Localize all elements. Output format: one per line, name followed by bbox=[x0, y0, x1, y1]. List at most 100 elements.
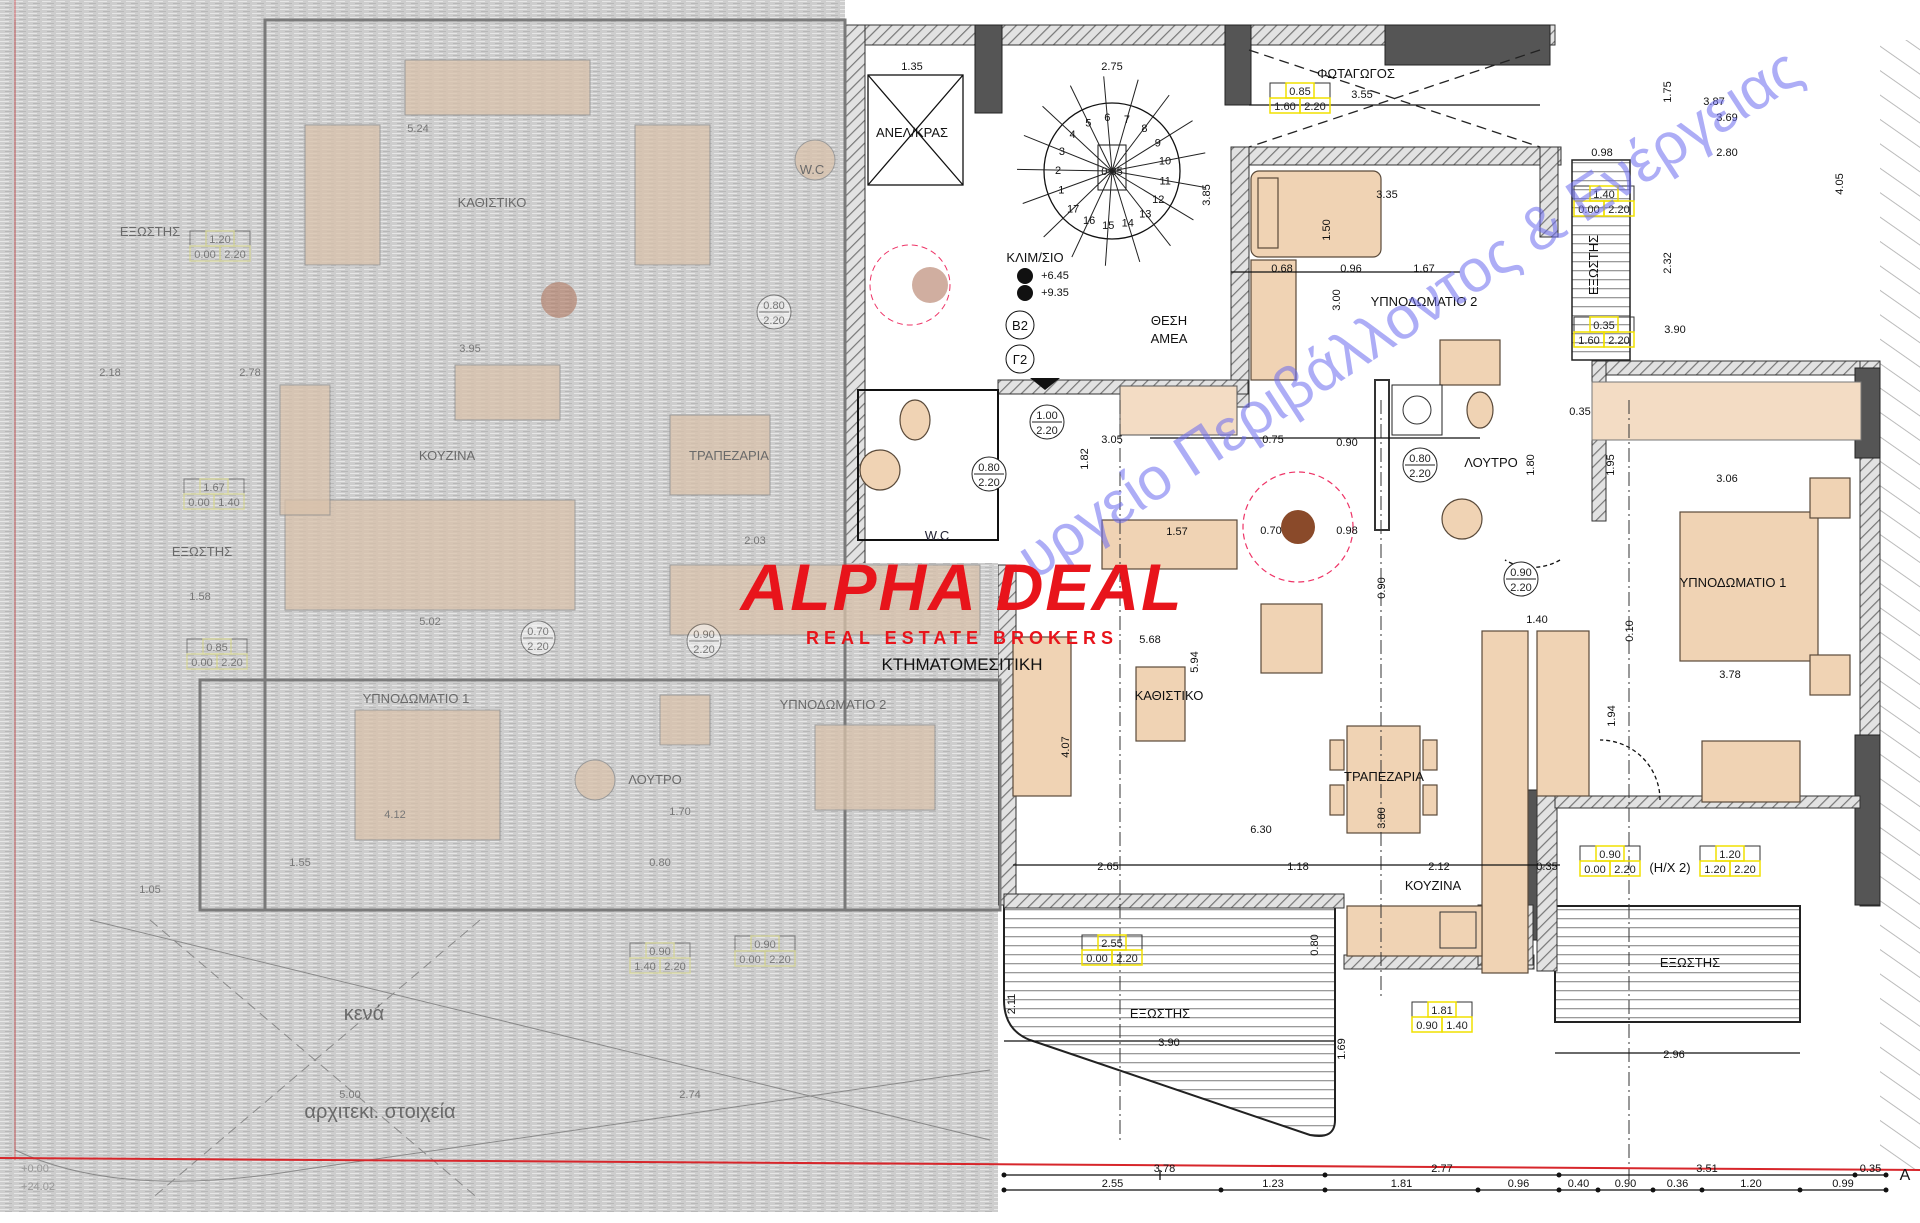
stair-tread bbox=[1022, 170, 1113, 204]
door-tag: 0.802.20 bbox=[756, 294, 792, 330]
stair-tread bbox=[1111, 79, 1139, 172]
room-label-bedroom2: ΥΠΝΟΔΩΜΑΤΙΟ 2 bbox=[1371, 294, 1478, 309]
dimension-label: 2.55 bbox=[1102, 1178, 1123, 1190]
room-label-lightwell: ΦΩΤΑΓΩΓΟΣ bbox=[1317, 66, 1395, 81]
dimension-label: 2.03 bbox=[744, 535, 765, 547]
wall bbox=[1539, 146, 1559, 238]
dimension-label: 0.90 bbox=[1336, 437, 1357, 449]
room-label-bath-left: ΛΟΥΤΡΟ bbox=[628, 772, 682, 787]
opening-sill: 0.00 bbox=[739, 954, 760, 966]
dimension-label: 2.18 bbox=[99, 367, 120, 379]
opening-sill: 1.40 bbox=[634, 961, 655, 973]
stair-tread bbox=[1111, 170, 1141, 262]
dimension-label: 4.07 bbox=[1060, 736, 1072, 757]
dimension-tick bbox=[1699, 1187, 1705, 1193]
stair-tread bbox=[1017, 168, 1113, 172]
boundary-line-red bbox=[0, 1157, 1920, 1171]
chair bbox=[1422, 739, 1438, 771]
door-tag: 0.902.20 bbox=[1503, 561, 1539, 597]
door-tag: 0.802.20 bbox=[971, 456, 1007, 492]
dimension-label: 0.80 bbox=[1309, 934, 1321, 955]
dimension-label: 0.70 bbox=[1260, 525, 1281, 537]
room-label-balcony-right: ΕΞΩΣΤΗΣ bbox=[1660, 955, 1720, 970]
stair-tread bbox=[1043, 170, 1113, 238]
stair-tread bbox=[1042, 105, 1113, 172]
dimension-label: 4.05 bbox=[1834, 173, 1846, 194]
dimension-label: 0.10 bbox=[1624, 620, 1636, 641]
door-width: 0.80 bbox=[763, 300, 784, 312]
door-height: 2.20 bbox=[693, 644, 714, 656]
pillar bbox=[974, 24, 1003, 114]
opening-width: 2.55 bbox=[1101, 938, 1122, 950]
stair-tread bbox=[1111, 120, 1193, 172]
shower-tray bbox=[1391, 384, 1443, 436]
dimension-tick bbox=[1475, 1187, 1481, 1193]
stair-tread bbox=[1104, 170, 1113, 266]
opening-sill: 1.20 bbox=[1704, 864, 1725, 876]
basin-icon bbox=[859, 449, 901, 491]
stair-step-number: 7 bbox=[1124, 114, 1130, 126]
pillow bbox=[1257, 177, 1279, 249]
room-label-bedroom1: ΥΠΝΟΔΩΜΑΤΙΟ 1 bbox=[1680, 575, 1787, 590]
person-clearance bbox=[869, 244, 951, 326]
level-marker-icon bbox=[1017, 285, 1033, 301]
dimension-label: 0.35 bbox=[1569, 406, 1590, 418]
opening-width: 0.85 bbox=[1289, 86, 1310, 98]
dimension-label: 0.96 bbox=[1508, 1178, 1529, 1190]
lift-shaft bbox=[867, 74, 964, 186]
dimension-label: 5.00 bbox=[339, 1089, 360, 1101]
toilet-icon bbox=[899, 399, 931, 441]
wall-beige bbox=[1591, 381, 1862, 441]
opening-height: 2.20 bbox=[664, 961, 685, 973]
opening-sill: 0.00 bbox=[188, 497, 209, 509]
dimension-label: 5.94 bbox=[1189, 651, 1201, 672]
dimension-label: 2.32 bbox=[1662, 252, 1674, 273]
dimension-tick bbox=[1556, 1172, 1562, 1178]
stair-step-number: 3 bbox=[1059, 146, 1065, 158]
kitchen-cabinet bbox=[1536, 630, 1590, 797]
void-label: κενά bbox=[344, 1003, 384, 1025]
opening-height: 2.20 bbox=[221, 657, 242, 669]
axis-label: A bbox=[1900, 1167, 1911, 1184]
dimension-label: 0.90 bbox=[1376, 577, 1388, 598]
dimension-tick bbox=[1883, 1172, 1889, 1178]
stair-tread bbox=[1023, 134, 1113, 172]
dimension-label: 3.78 bbox=[1154, 1163, 1175, 1175]
room-label-living: ΚΑΘΙΣΤΙΚΟ bbox=[1135, 688, 1204, 703]
dimension-label: 0.80 bbox=[649, 857, 670, 869]
dimension-label: 1.55 bbox=[289, 857, 310, 869]
dimension-label: 2.96 bbox=[1663, 1049, 1684, 1061]
door-height: 2.20 bbox=[1409, 468, 1430, 480]
pillar bbox=[1854, 734, 1881, 906]
dimension-label: 2.11 bbox=[1006, 994, 1018, 1015]
stair-tread bbox=[1111, 152, 1206, 172]
wall bbox=[1536, 795, 1558, 972]
opening-sill: 0.90 bbox=[1416, 1020, 1437, 1032]
dimension-label: 3.35 bbox=[1376, 189, 1397, 201]
opening-width: 0.35 bbox=[1593, 320, 1614, 332]
opening-sill: 0.00 bbox=[1578, 204, 1599, 216]
pillar bbox=[1224, 24, 1252, 106]
door-width: 0.80 bbox=[1409, 453, 1430, 465]
dimension-label: 0.98 bbox=[1336, 525, 1357, 537]
dimension-label: 3.90 bbox=[1664, 324, 1685, 336]
void-cross bbox=[149, 919, 481, 1201]
room-label-hx: (Η/Χ 2) bbox=[1649, 860, 1690, 875]
dimension-label: 3.90 bbox=[1158, 1037, 1179, 1049]
base-level-label: +0.00 bbox=[21, 1163, 49, 1175]
dimension-label: 0.96 bbox=[1340, 263, 1361, 275]
base-level-label: +24.02 bbox=[21, 1181, 55, 1193]
dimension-label: 1.82 bbox=[1079, 448, 1091, 469]
logo-name: ALPHA DEAL bbox=[739, 550, 1184, 624]
dimension-label: 2.77 bbox=[1431, 1163, 1452, 1175]
dimension-label: 3.05 bbox=[1101, 434, 1122, 446]
dimension-label: 4.12 bbox=[384, 809, 405, 821]
door-width: 0.90 bbox=[1510, 567, 1531, 579]
right-dimensions: 1.35 2.75 3.55 3.35 3.87 3.69 0.98 2.80 … bbox=[901, 61, 1886, 1191]
room-label-kitchen-left: ΚΟΥΖΙΝΑ bbox=[419, 448, 476, 463]
